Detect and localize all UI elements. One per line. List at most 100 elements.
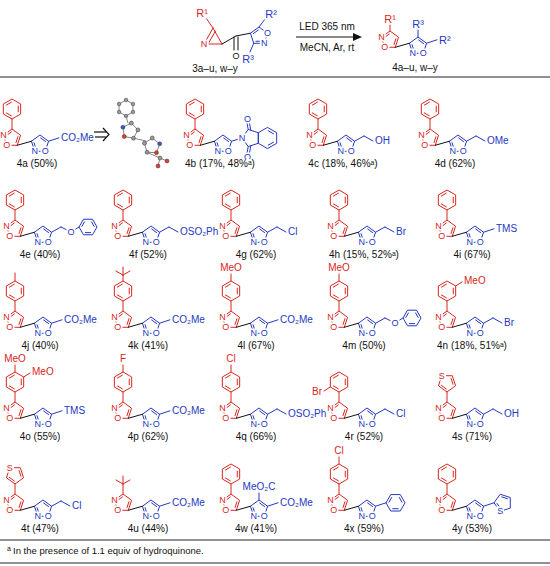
bond-line [344,414,358,418]
atom-label: O [260,238,269,247]
substituent-label: CO₂Me [63,315,98,325]
bond-line [117,375,122,378]
atom-label: N [377,33,386,42]
bond-line [268,227,277,232]
substituent-label: CO₂Me [171,315,206,325]
bond-line [44,229,49,233]
atom-label: O [113,414,122,423]
ring-outline [119,100,133,116]
bond-line [322,137,324,143]
bond-line [49,138,59,141]
bond-line [333,467,338,470]
bond-line [406,313,409,317]
bond-line [339,274,340,281]
bond-line [200,141,214,145]
substituent-label: Cl [287,227,298,237]
atom-label: O [308,141,317,150]
atom-label: S [496,507,504,516]
bond-line [52,411,62,414]
ring-outline [330,190,347,210]
bond-line [441,385,446,389]
bond-line [116,271,123,275]
atom-label: O [476,329,485,338]
atom-label: N [2,496,11,505]
ring-outline [114,281,131,301]
ring-outline [6,372,23,392]
compound-label: 4s (71%) [451,432,493,442]
compound-label: 4y (53%) [451,524,493,534]
bond-line [312,113,317,116]
substituent-label: MeO [219,263,243,273]
bond-line [268,409,277,414]
atom-label: N [218,313,227,322]
ring-outline [222,464,239,484]
bond-line [235,319,237,325]
bond-line [152,229,157,233]
bond-line [409,323,414,324]
bond-line [231,365,232,372]
bond-line [123,210,124,220]
bond-line [224,138,229,142]
bond-line [277,409,286,414]
substituent-label: MeO [3,354,27,364]
bond-line [333,204,338,207]
bond-line [434,137,436,143]
bond-line [430,119,431,129]
ring-outline [6,281,23,301]
atom-label: N [336,147,345,156]
bond-line [117,295,122,298]
bond-line [225,193,230,196]
bond-line [368,503,373,507]
atom-label: N [357,329,366,338]
bond-line [82,222,85,226]
bond-line [123,365,124,372]
bond-line [451,378,453,384]
atom-label: N [260,39,269,48]
footnote-text: In the presence of 1.1 equiv of hydroqui… [12,546,205,556]
ring-outline [309,99,326,119]
bond-line [368,229,373,233]
bond-line [376,227,385,232]
atom-label: O [41,147,50,156]
bond-line [268,131,273,134]
compound-label: 4u (44%) [127,524,170,534]
bond-line [129,197,130,203]
compound-label: 4i (67%) [452,250,491,260]
bond-line [234,37,235,50]
bond-line [19,319,21,325]
ring-outline [79,219,97,235]
bond-line [260,229,265,233]
atom-label: O [329,414,338,423]
rule-line [0,77,550,78]
bond-line [206,18,213,28]
bond-line [20,232,34,236]
bond-line [447,301,448,311]
bond-line [451,502,453,508]
bond-line [6,102,11,105]
bond-line [128,506,142,510]
atom-label: N [30,147,39,156]
atom-label: N [141,329,150,338]
bond-line [12,119,13,129]
atom-label: O [113,506,122,515]
bond-line [312,102,317,105]
bond-line [117,193,122,196]
bond-line [345,471,346,477]
atom-label: O [5,232,14,241]
atom-label: O [2,141,11,150]
atom-label: O [476,238,485,247]
ring-outline [330,281,347,301]
bond-line [447,210,448,220]
atom-label: N [326,496,335,505]
bond-line [344,506,358,510]
bond-line [85,232,90,233]
atom-label: O [221,232,230,241]
substituent-label: MeO [463,276,487,286]
bond-line [259,19,265,27]
atom-label: O [437,506,446,515]
bond-line [467,136,476,141]
bond-line [18,106,19,112]
bond-line [394,39,396,45]
bond-line [19,470,21,476]
bond-line [237,379,238,385]
